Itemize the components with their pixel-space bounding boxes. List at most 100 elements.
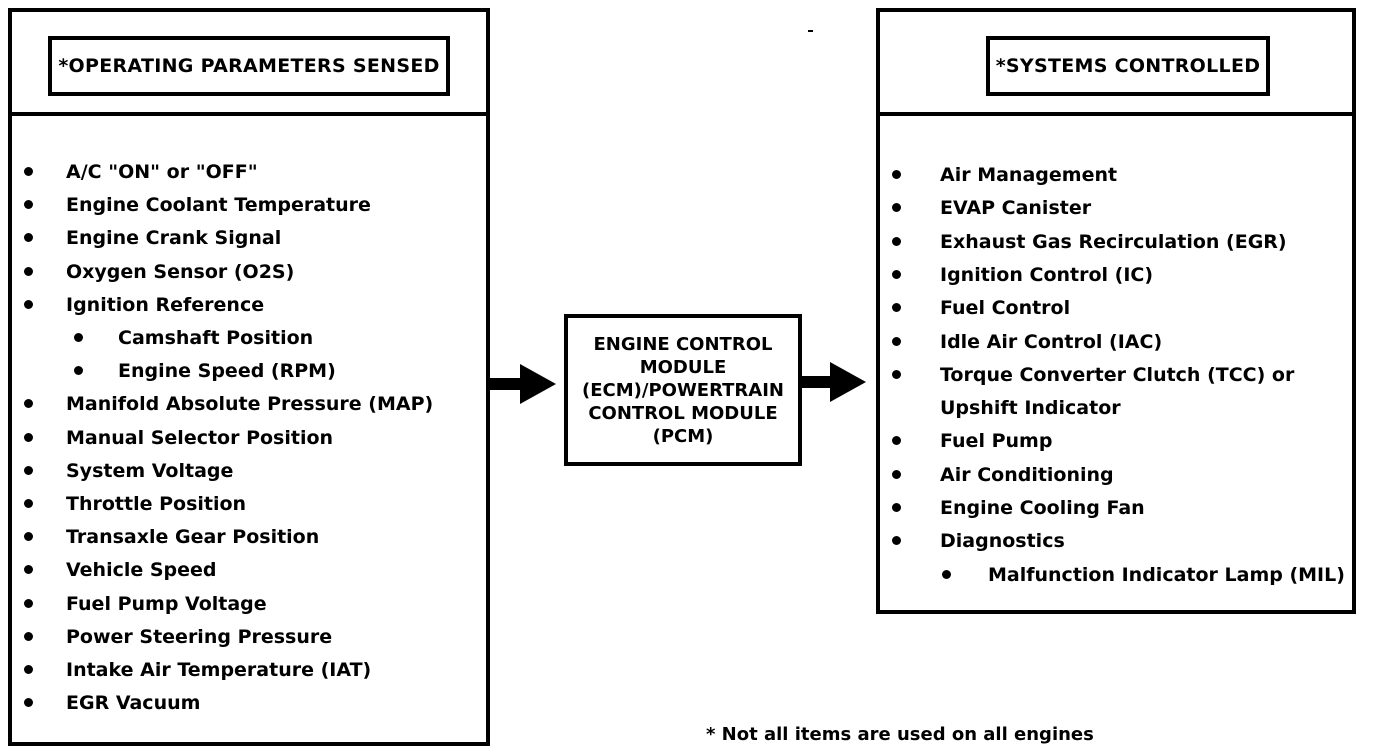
list-item: Oxygen Sensor (O2S) [66, 261, 294, 283]
list-item-label: Ignition Control (IC) [940, 263, 1154, 286]
list-item: Diagnostics [940, 530, 1065, 552]
list-item: Engine Crank Signal [66, 227, 281, 249]
ecm-pcm-box: ENGINE CONTROL MODULE (ECM)/POWERTRAIN C… [564, 314, 802, 466]
list-item: Torque Converter Clutch (TCC) or [940, 364, 1294, 386]
list-item-label: Exhaust Gas Recirculation (EGR) [940, 230, 1287, 253]
bullet-icon [892, 469, 901, 479]
list-item-label: Idle Air Control (IAC) [940, 330, 1163, 353]
list-item: EVAP Canister [940, 197, 1091, 219]
list-item-label: System Voltage [66, 459, 234, 482]
list-item-label: A/C "ON" or "OFF" [66, 161, 258, 183]
bullet-icon [892, 269, 901, 279]
bullet-icon [24, 631, 33, 641]
list-item-label: EVAP Canister [940, 197, 1092, 220]
bullet-icon [24, 598, 33, 608]
list-item: Fuel Control [940, 297, 1070, 319]
bullet-icon [24, 432, 33, 442]
bullet-icon [24, 233, 33, 243]
list-item-label: Torque Converter Clutch (TCC) or [940, 363, 1295, 386]
list-item-label: Camshaft Position [118, 327, 314, 349]
list-item-label: Engine Cooling Fan [940, 497, 1145, 519]
sub-list-item: Malfunction Indicator Lamp (MIL) [988, 564, 1345, 586]
list-item-label: Fuel Pump [940, 430, 1053, 453]
arrow-to-ecm [490, 364, 556, 404]
bullet-icon [892, 369, 901, 379]
list-item: Air Conditioning [940, 464, 1114, 486]
bullet-icon [892, 536, 901, 546]
list-item: Manual Selector Position [66, 427, 333, 449]
list-item: Exhaust Gas Recirculation (EGR) [940, 231, 1287, 253]
bullet-icon [24, 565, 33, 575]
list-item: Idle Air Control (IAC) [940, 331, 1162, 353]
list-item: Transaxle Gear Position [66, 526, 319, 548]
list-item: EGR Vacuum [66, 692, 200, 714]
bullet-icon [892, 336, 901, 346]
operating-parameters-list: A/C "ON" or "OFF" Engine Coolant Temperat… [12, 12, 486, 742]
panel-divider [880, 112, 1352, 116]
bullet-icon [892, 503, 901, 512]
list-item: Manifold Absolute Pressure (MAP) [66, 393, 433, 415]
list-item-label: Upshift Indicator [940, 397, 1121, 420]
list-item: Air Management [940, 164, 1117, 186]
list-item: Engine Coolant Temperature [66, 194, 371, 216]
list-item: Fuel Pump Voltage [66, 593, 267, 615]
list-item: Vehicle Speed [66, 559, 217, 581]
list-item-label: Oxygen Sensor (O2S) [66, 260, 295, 283]
ecm-pcm-label: ENGINE CONTROL MODULE (ECM)/POWERTRAIN C… [582, 333, 784, 447]
systems-controlled-title: *SYSTEMS CONTROLLED [986, 36, 1270, 96]
list-item: Upshift Indicator [940, 397, 1121, 419]
bullet-icon [24, 465, 33, 475]
list-item-label: Manifold Absolute Pressure (MAP) [66, 393, 434, 416]
operating-parameters-title: *OPERATING PARAMETERS SENSED [48, 36, 450, 96]
list-item-label: Diagnostics [940, 530, 1065, 553]
bullet-icon [892, 170, 901, 179]
bullet-icon [892, 203, 901, 213]
bullet-icon [892, 303, 901, 313]
sub-list-item: Camshaft Position [118, 327, 313, 349]
list-item-label: Power Steering Pressure [66, 625, 333, 648]
list-item: Throttle Position [66, 493, 246, 515]
list-item-label: Ignition Reference [66, 293, 265, 316]
list-item-label: Engine Speed (RPM) [118, 360, 336, 383]
bullet-icon [892, 436, 901, 446]
bullet-icon [942, 569, 951, 579]
list-item: Power Steering Pressure [66, 626, 332, 648]
bullet-icon [74, 333, 83, 342]
list-item-label: Air Management [940, 164, 1118, 186]
bullet-icon [24, 399, 33, 409]
panel-divider [12, 112, 486, 116]
bullet-icon [24, 266, 33, 276]
bullet-icon [892, 236, 901, 246]
list-item: Engine Cooling Fan [940, 497, 1145, 519]
bullet-icon [24, 200, 33, 210]
list-item-label: Fuel Control [940, 297, 1071, 320]
bullet-icon [24, 532, 33, 542]
bullet-icon [24, 167, 33, 176]
list-item: Fuel Pump [940, 430, 1052, 452]
footnote: * Not all items are used on all engines [706, 724, 1094, 745]
list-item-label: EGR Vacuum [66, 692, 201, 715]
bullet-icon [24, 499, 33, 508]
list-item-label: Engine Coolant Temperature [66, 194, 371, 217]
list-item-label: Throttle Position [66, 493, 247, 515]
list-item: System Voltage [66, 460, 233, 482]
list-item-label: Intake Air Temperature (IAT) [66, 659, 372, 681]
list-item: Ignition Control (IC) [940, 264, 1153, 286]
list-item-label: Engine Crank Signal [66, 227, 282, 250]
list-item-label: Air Conditioning [940, 463, 1114, 486]
list-item-label: Fuel Pump Voltage [66, 592, 267, 615]
list-item-label: Vehicle Speed [66, 559, 217, 582]
list-item: A/C "ON" or "OFF" [66, 161, 258, 183]
bullet-icon [24, 299, 33, 309]
bullet-icon [24, 698, 33, 708]
sub-list-item: Engine Speed (RPM) [118, 360, 336, 382]
bullet-icon [24, 665, 33, 674]
operating-parameters-panel: *OPERATING PARAMETERS SENSED A/C "ON" or… [8, 8, 490, 746]
bullet-icon [74, 366, 83, 376]
list-item-label: Transaxle Gear Position [66, 526, 320, 549]
list-item: Ignition Reference [66, 294, 264, 316]
list-item: Intake Air Temperature (IAT) [66, 659, 371, 681]
list-item-label: Malfunction Indicator Lamp (MIL) [988, 563, 1345, 586]
